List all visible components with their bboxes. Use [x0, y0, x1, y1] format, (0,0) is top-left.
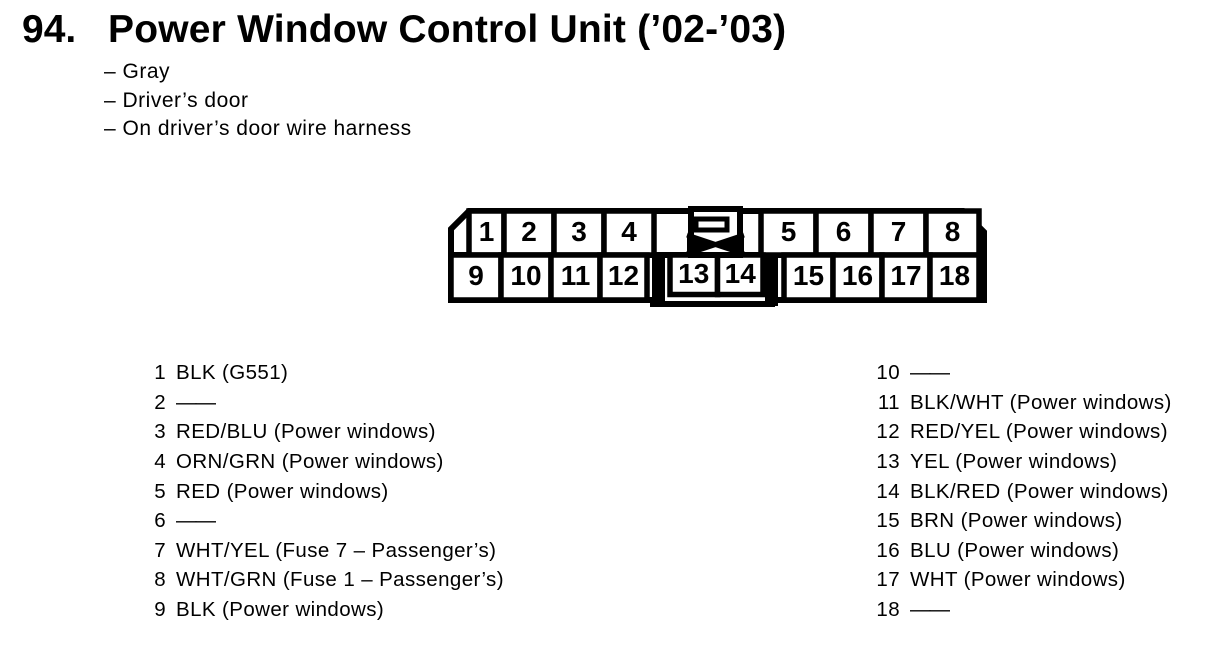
pin-row: 5 RED (Power windows) [142, 477, 504, 507]
note-harness: – On driver’s door wire harness [104, 117, 412, 141]
note-location: – Driver’s door [104, 88, 249, 112]
connector-pin-number: 4 [621, 216, 637, 247]
pin-number: 14 [876, 479, 900, 503]
pin-number: 18 [876, 598, 900, 622]
pin-description: WHT/GRN (Fuse 1 – Passenger’s) [176, 568, 504, 592]
pin-row: 16 BLU (Power windows) [874, 536, 1172, 566]
note-color: – Gray [104, 60, 171, 83]
key-stem-right [765, 253, 778, 306]
key-slot [693, 216, 730, 233]
pin-number: 12 [876, 420, 900, 444]
pin-number: 2 [154, 390, 166, 414]
pin-cell [923, 208, 982, 258]
pin-number: 9 [154, 598, 166, 622]
pin-list-right: 10 —— 11 BLK/WHT (Power windows) 12 RED/YEL (… [874, 358, 1172, 625]
pin-description: RED/BLU (Power windows) [176, 420, 436, 444]
pin-number: 3 [154, 420, 166, 444]
pin-cell [501, 208, 557, 258]
pin-row: 15 BRN (Power windows) [874, 506, 1172, 536]
pin-description: BLK (G551) [176, 361, 289, 384]
pin-cell [667, 252, 721, 298]
connector-pin-number: 1 [479, 216, 495, 247]
pin-number: 15 [876, 509, 900, 533]
pin-row: 9 BLK (Power windows) [142, 595, 504, 625]
pin-number: 5 [154, 479, 166, 503]
pin-number: 6 [154, 509, 166, 533]
item-number: 94. [22, 8, 77, 51]
connector-pin-number: 15 [793, 260, 824, 291]
connector-pin-number: 12 [608, 260, 639, 291]
pin-row: 8 WHT/GRN (Fuse 1 – Passenger’s) [142, 565, 504, 595]
connector-pin-number: 11 [561, 260, 591, 291]
pin-number: 8 [154, 568, 166, 592]
pin-row: 2 —— [142, 388, 504, 418]
pin-row: 1 BLK (G551) [142, 358, 504, 388]
pin-description: ORN/GRN (Power windows) [176, 449, 444, 473]
connector-pin-number: 2 [521, 216, 537, 247]
pin-number: 4 [154, 449, 166, 473]
key-cross-icon [686, 232, 745, 257]
pin-cell [498, 252, 554, 303]
pin-description: BLK (Power windows) [176, 598, 385, 622]
pin-description: —— [910, 361, 950, 384]
pin-description: YEL (Power windows) [910, 449, 1118, 473]
keying-block [686, 206, 745, 258]
connector-pin-number: 7 [891, 216, 907, 247]
pin-description: BLU (Power windows) [910, 538, 1120, 562]
pin-number: 16 [876, 538, 900, 562]
pin-description: —— [176, 509, 216, 533]
pin-cell [597, 252, 650, 303]
pin-cell [601, 208, 657, 258]
pin-cell [927, 252, 982, 303]
pin-number: 7 [154, 538, 166, 562]
pin-description: BLK/RED (Power windows) [910, 479, 1169, 503]
connector-pin-number: 3 [571, 216, 587, 247]
pin-number: 1 [154, 361, 166, 384]
pin-row: 17 WHT (Power windows) [874, 565, 1172, 595]
pin-description: BLK/WHT (Power windows) [910, 390, 1172, 414]
pin-description: WHT/YEL (Fuse 7 – Passenger’s) [176, 538, 497, 562]
pin-row: 6 —— [142, 506, 504, 536]
pin-row: 13 YEL (Power windows) [874, 447, 1172, 477]
connector-notes: – Gray – Driver’s door – On driver’s doo… [104, 58, 412, 144]
connector-pin-number: 5 [781, 216, 797, 247]
key-stem-left [652, 253, 665, 306]
pin-number: 17 [876, 568, 900, 592]
pin-row: 11 BLK/WHT (Power windows) [874, 388, 1172, 418]
pin-description: —— [176, 390, 216, 414]
pin-row: 18 —— [874, 595, 1172, 625]
pin-description: WHT (Power windows) [910, 568, 1126, 592]
pin-cell [830, 252, 885, 303]
pin-row: 10 —— [874, 358, 1172, 388]
connector-pin-number: 16 [842, 260, 873, 291]
pin-row: 3 RED/BLU (Power windows) [142, 417, 504, 447]
pin-description: BRN (Power windows) [910, 509, 1123, 533]
connector-pin-number: 10 [510, 260, 541, 291]
pin-row: 4 ORN/GRN (Power windows) [142, 447, 504, 477]
connector-pin-number: 8 [945, 216, 961, 247]
pin-description: —— [910, 598, 950, 622]
pin-row: 7 WHT/YEL (Fuse 7 – Passenger’s) [142, 536, 504, 566]
pin-description: RED/YEL (Power windows) [910, 420, 1168, 444]
pin-number: 13 [876, 449, 900, 473]
pin-number: 11 [877, 390, 900, 414]
connector-pin-number: 14 [725, 258, 757, 289]
connector-pin-number: 18 [939, 260, 970, 291]
pin-number: 10 [876, 361, 900, 384]
connector-pin-number: 6 [836, 216, 852, 247]
pin-cell [781, 252, 836, 303]
pin-row: 14 BLK/RED (Power windows) [874, 477, 1172, 507]
pin-description: RED (Power windows) [176, 479, 389, 503]
pin-row: 12 RED/YEL (Power windows) [874, 417, 1172, 447]
page-title: Power Window Control Unit (’02-’03) [108, 8, 787, 51]
connector-pin-number: 9 [468, 260, 484, 291]
connector-pin-number: 13 [678, 258, 709, 289]
connector-pin-number: 17 [890, 260, 921, 291]
